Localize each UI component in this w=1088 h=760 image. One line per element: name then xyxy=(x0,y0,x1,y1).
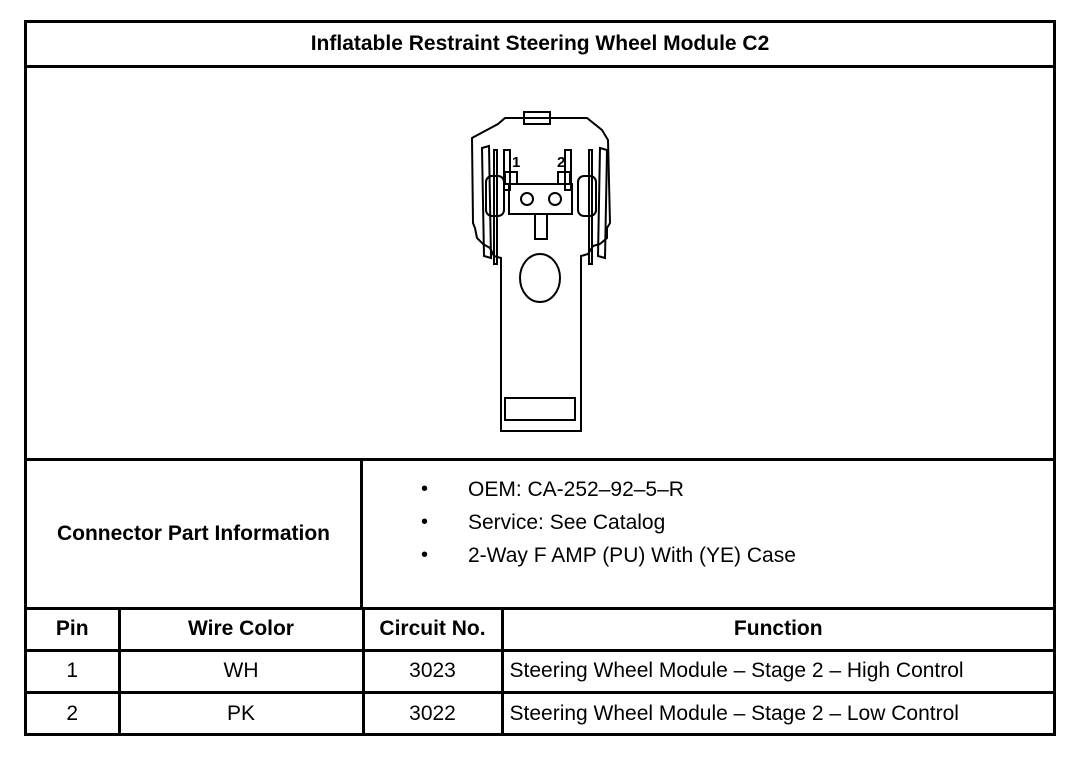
left-cavity xyxy=(485,175,505,217)
terminal-stem xyxy=(534,213,548,240)
cell-function: Steering Wheel Module – Stage 2 – Low Co… xyxy=(500,691,1053,733)
terminal-block xyxy=(508,183,573,215)
part-info-item: Service: See Catalog xyxy=(363,506,1053,539)
cell-circuit-no: 3023 xyxy=(361,648,504,695)
table-row: 1 WH 3023 Steering Wheel Module – Stage … xyxy=(27,648,1053,695)
connector-sheet: Inflatable Restraint Steering Wheel Modu… xyxy=(24,20,1056,736)
right-cavity xyxy=(577,175,597,217)
pin-2-hole xyxy=(548,192,562,206)
table-header-row: Pin Wire Color Circuit No. Function xyxy=(27,610,1053,653)
pin-2-post xyxy=(564,149,572,191)
part-info-section: Connector Part Information OEM: CA-252–9… xyxy=(27,461,1053,610)
cell-pin: 1 xyxy=(27,648,121,695)
cell-pin: 2 xyxy=(27,691,121,733)
pin-1-label: 1 xyxy=(512,154,520,171)
connector-drawing: 1 2 xyxy=(470,111,612,432)
table-row: 2 PK 3022 Steering Wheel Module – Stage … xyxy=(27,691,1053,733)
part-info-item: 2-Way F AMP (PU) With (YE) Case xyxy=(363,539,1053,572)
pin-table: Pin Wire Color Circuit No. Function 1 WH… xyxy=(27,610,1053,733)
center-oval xyxy=(519,253,561,303)
header-circuit-no: Circuit No. xyxy=(361,610,504,653)
cell-circuit-no: 3022 xyxy=(361,691,504,733)
pin-2-label: 2 xyxy=(557,154,565,171)
cell-wire-color: WH xyxy=(117,648,365,695)
part-info-item: OEM: CA-252–92–5–R xyxy=(363,473,1053,506)
connector-outline xyxy=(470,117,612,432)
connector-figure: 1 2 xyxy=(27,68,1053,461)
cell-function: Steering Wheel Module – Stage 2 – High C… xyxy=(500,648,1053,695)
header-function: Function xyxy=(500,610,1053,653)
pin-1-post xyxy=(503,149,511,191)
cell-wire-color: PK xyxy=(117,691,365,733)
part-info-label: Connector Part Information xyxy=(27,461,363,607)
header-wire-color: Wire Color xyxy=(117,610,365,653)
right-latch xyxy=(596,146,609,260)
header-pin: Pin xyxy=(27,610,121,653)
pin-1-hole xyxy=(520,192,534,206)
part-info-list: OEM: CA-252–92–5–R Service: See Catalog … xyxy=(363,461,1053,619)
label-window xyxy=(504,397,576,421)
left-latch xyxy=(480,144,493,260)
page-title: Inflatable Restraint Steering Wheel Modu… xyxy=(27,23,1053,68)
